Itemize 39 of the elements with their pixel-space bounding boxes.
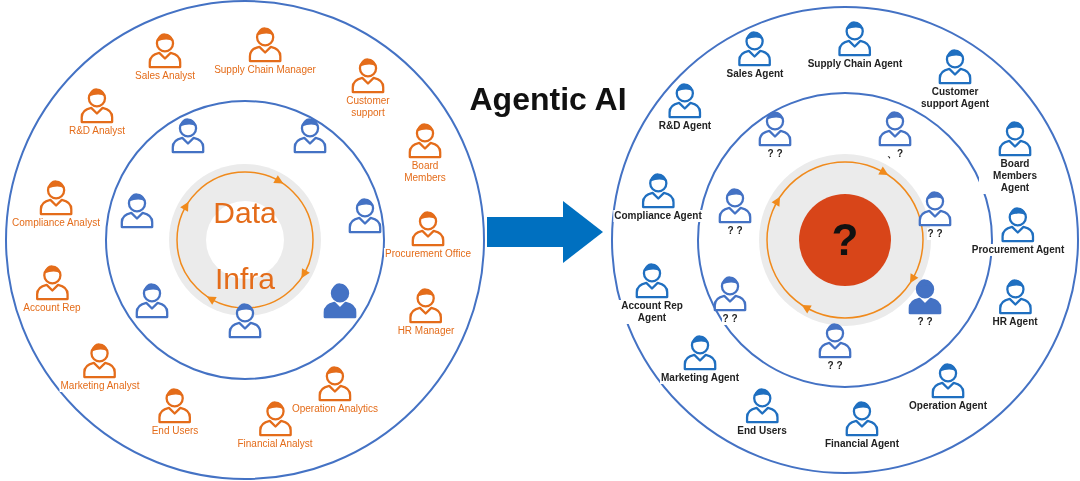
role-label: ? ? (766, 148, 784, 160)
role-label: Financial Analyst (236, 438, 314, 450)
person-icon (321, 281, 359, 319)
role-label: Sales Analyst (134, 70, 196, 82)
role-label: ? ? (826, 360, 844, 372)
role-label: ? ? (916, 316, 934, 328)
hub-word: Data (213, 196, 277, 230)
role-label: End Users (150, 425, 200, 437)
role-label: Procurement Office (384, 248, 472, 260)
hub-word: Infra (215, 262, 275, 296)
person-icon (118, 191, 156, 229)
role-label: Account Rep (22, 302, 82, 314)
role-label: Compliance Analyst (11, 217, 101, 229)
role-label: Supply Chain Agent (806, 58, 904, 70)
person-icon (226, 301, 264, 339)
person-icon (169, 116, 207, 154)
role-label: Marketing Agent (660, 372, 740, 384)
role-label: HR Manager (396, 325, 456, 337)
role-label: ? ? (721, 313, 739, 325)
role-label: Operation Agent (908, 400, 988, 412)
role-label: Financial Agent (823, 438, 901, 450)
role-label: Supply Chain Manager (213, 64, 317, 76)
role-label: R&D Analyst (67, 125, 127, 137)
arrow (487, 201, 603, 263)
role-label: HR Agent (991, 316, 1039, 328)
role-label: Customer support Agent (919, 86, 991, 110)
person-icon (133, 281, 171, 319)
role-label: Compliance Agent (613, 210, 703, 222)
role-label: End Users (736, 425, 788, 437)
role-label: Procurement Agent (970, 244, 1066, 256)
role-label: Sales Agent (725, 68, 785, 80)
role-label: Marketing Analyst (59, 380, 141, 392)
role-label: R&D Agent (657, 120, 713, 132)
person-icon (291, 116, 329, 154)
question-badge: ? (799, 194, 891, 286)
person-icon (346, 196, 384, 234)
role-label: ? ? (726, 225, 744, 237)
role-label: 、? (885, 148, 905, 160)
role-label: Operation Analytics (290, 403, 380, 415)
